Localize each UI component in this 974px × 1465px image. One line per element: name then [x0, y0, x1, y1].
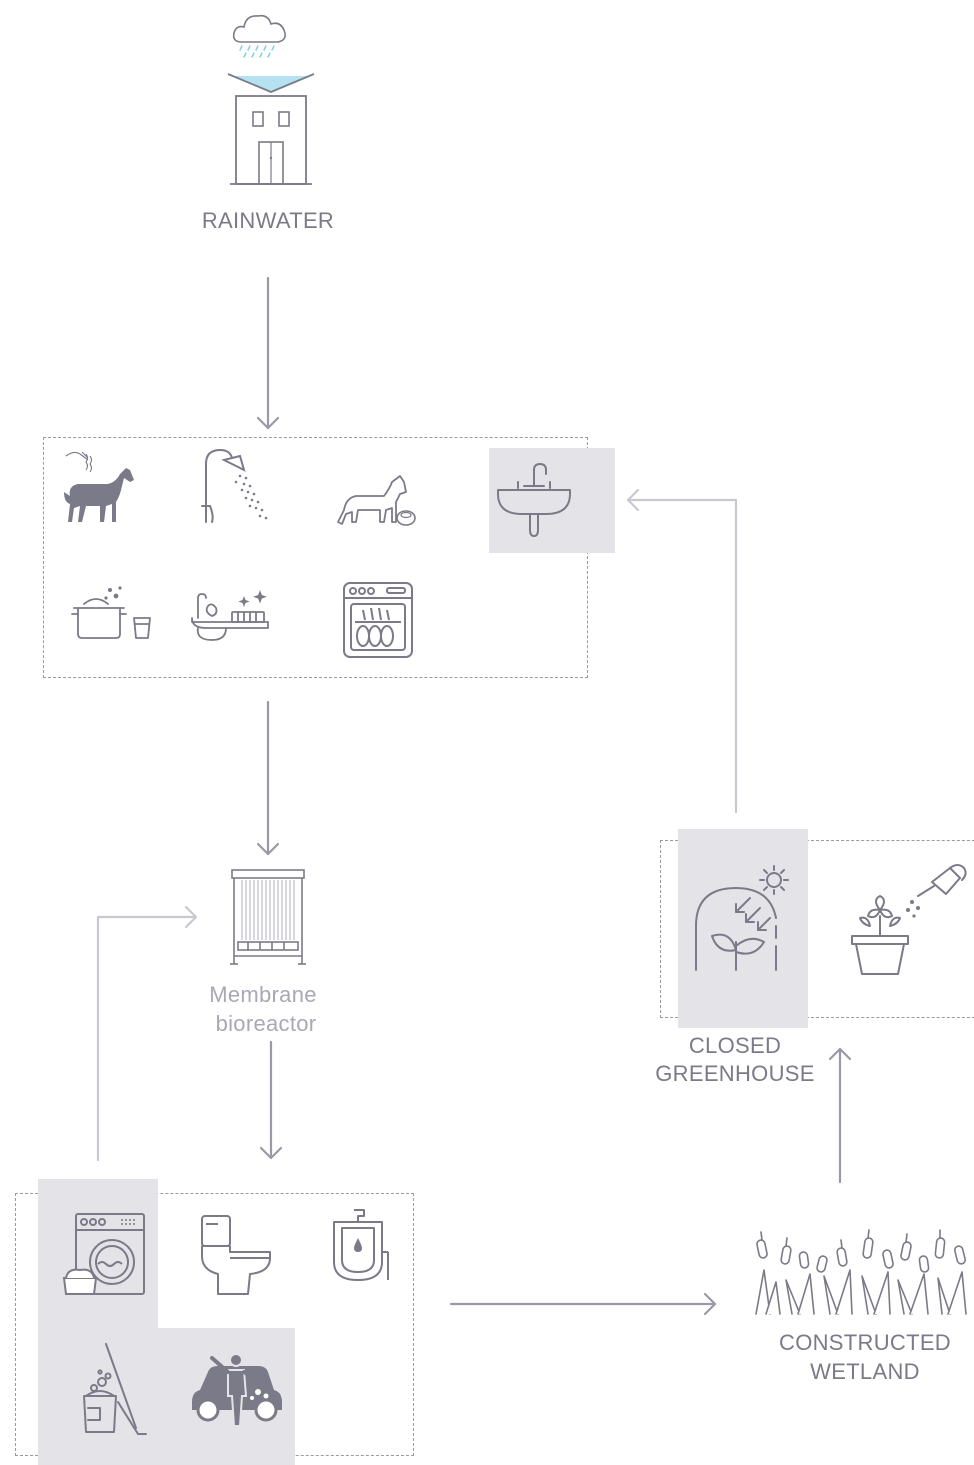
washing-machine-icon[interactable]: [62, 1212, 148, 1298]
dog-icon[interactable]: [334, 470, 424, 530]
arrow-uses-to-membrane: [256, 700, 280, 856]
dishwasher-icon[interactable]: [341, 580, 415, 660]
rainwater-label: RAINWATER: [201, 208, 335, 233]
membrane-label-line2: bioreactor: [215, 1011, 317, 1036]
urinal-icon[interactable]: [330, 1208, 392, 1288]
arrow-rainwater-to-uses: [256, 276, 280, 430]
membrane-bioreactor-icon[interactable]: [228, 868, 308, 968]
horse-icon[interactable]: [60, 446, 140, 526]
sink-highlight: [489, 448, 615, 553]
arrow-membrane-to-nonpotable: [259, 1040, 283, 1160]
greenhouse-group: [660, 840, 974, 1018]
teeth-brushing-icon[interactable]: [188, 588, 274, 648]
greenhouse-highlight: [678, 829, 808, 1028]
greenhouse-icon[interactable]: [690, 862, 796, 974]
car-wash-icon[interactable]: [188, 1352, 284, 1428]
mop-bucket-icon[interactable]: [80, 1342, 152, 1438]
rain-cloud-icon: [232, 14, 286, 58]
potable-uses-group: [43, 437, 588, 678]
wetland-label-line1: CONSTRUCTED: [779, 1330, 951, 1355]
potted-plant-icon[interactable]: [846, 860, 970, 980]
wetland-label-line2: WETLAND: [810, 1359, 920, 1384]
greenhouse-label-line2: GREENHOUSE: [655, 1061, 815, 1086]
arrow-nonpotable-to-wetland: [449, 1292, 717, 1316]
sink-icon[interactable]: [494, 458, 574, 540]
toilet-icon[interactable]: [196, 1212, 276, 1298]
building-icon: [227, 73, 315, 185]
arrow-laundry-to-membrane: [96, 905, 198, 1162]
cooking-pot-icon[interactable]: [70, 584, 156, 644]
greenhouse-label-line1: CLOSED: [688, 1033, 782, 1058]
cattails-icon[interactable]: [752, 1229, 972, 1316]
membrane-label-line1: Membrane: [209, 982, 317, 1007]
arrow-greenhouse-to-sink: [626, 488, 738, 814]
laundry-cleaning-highlight: [38, 1179, 158, 1465]
shower-icon[interactable]: [196, 446, 276, 526]
arrow-wetland-to-greenhouse: [828, 1047, 852, 1184]
